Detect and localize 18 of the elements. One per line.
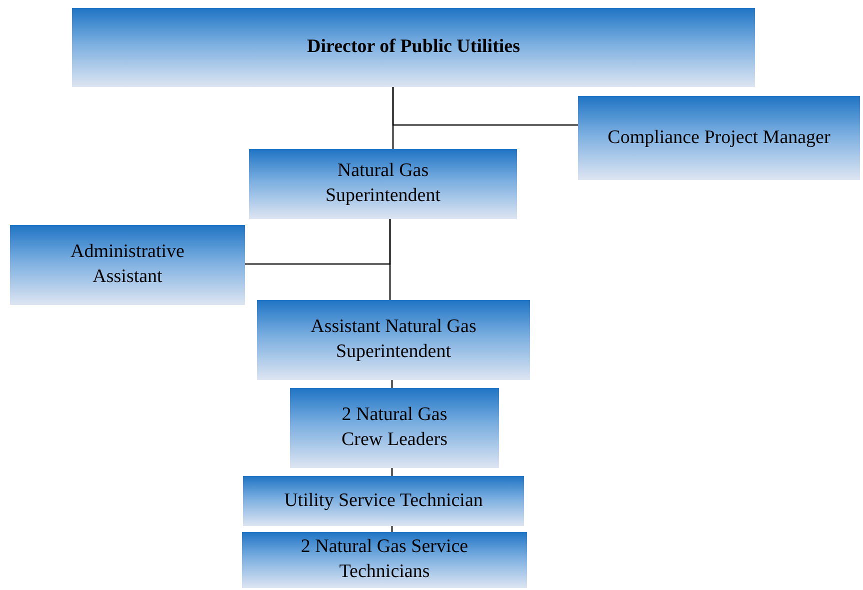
connector-line — [245, 219, 391, 265]
role-title: Utility Service Technician — [284, 488, 483, 513]
role-title: Assistant Natural Gas Superintendent — [310, 315, 478, 364]
org-box — [243, 476, 524, 526]
role-title: Natural Gas Superintendent — [324, 159, 442, 208]
org-box — [72, 8, 755, 87]
connector-line — [392, 87, 578, 126]
role-title: Director of Public Utilities — [307, 35, 520, 60]
org-box — [242, 532, 527, 588]
org-box — [10, 225, 245, 305]
role-title: 2 Natural Gas Crew Leaders — [340, 403, 449, 452]
role-title: 2 Natural Gas Service Technicians — [300, 535, 470, 584]
org-box — [249, 149, 517, 219]
role-title: Administrative Assistant — [70, 240, 186, 289]
role-title: Compliance Project Manager — [608, 126, 830, 150]
org-box — [257, 300, 530, 380]
org-box — [290, 388, 499, 468]
org-box — [578, 96, 860, 180]
